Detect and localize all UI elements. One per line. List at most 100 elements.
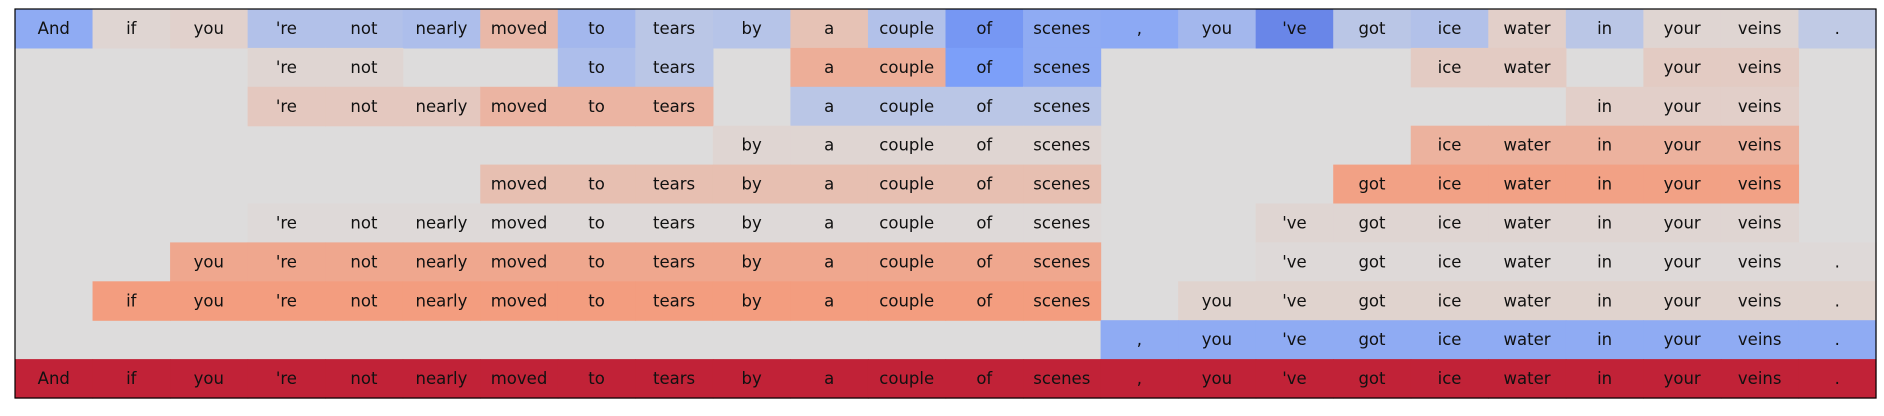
- heatmap-cell-r7-c5: [402, 281, 481, 321]
- token-label-r9-c9: by: [742, 369, 762, 388]
- token-label-r9-c4: not: [350, 369, 378, 388]
- token-label-r4-c18: ice: [1438, 175, 1462, 194]
- token-label-r6-c16: 've: [1282, 252, 1306, 271]
- heatmap-cell-r8-c21: [1643, 320, 1722, 360]
- heatmap-cell-r9-c2: [170, 359, 249, 399]
- heatmap-cell-r1-c3: [247, 47, 326, 88]
- token-label-r5-c9: by: [742, 213, 762, 232]
- token-label-r3-c20: in: [1597, 136, 1612, 155]
- heatmap-cell-r0-c17: [1333, 9, 1412, 49]
- heatmap-cell-r9-c9: [712, 359, 792, 399]
- heatmap-cell-r7-c19: [1488, 281, 1567, 321]
- heatmap-cell-r2-c4: [325, 86, 404, 127]
- heatmap-cell-r7-c16: [1255, 281, 1334, 321]
- token-label-r7-c12: of: [976, 291, 993, 310]
- heatmap-cell-r8-c23: [1798, 320, 1877, 360]
- token-label-r9-c20: in: [1597, 369, 1612, 388]
- token-label-r9-c10: a: [824, 369, 834, 388]
- heatmap-cell-r7-c3: [247, 281, 326, 321]
- heatmap-cell-r5-c3: [247, 203, 326, 243]
- heatmap-cell-r0-c6: [480, 9, 559, 49]
- token-label-r3-c19: water: [1504, 136, 1551, 155]
- heatmap-cell-r6-c3: [247, 242, 326, 282]
- heatmap-cell-r7-c22: [1720, 281, 1800, 321]
- heatmap-cell-r2-c22: [1720, 86, 1800, 127]
- heatmap-cell-r7-c8: [635, 281, 714, 321]
- token-label-r0-c8: tears: [653, 19, 695, 38]
- token-label-r1-c18: ice: [1438, 58, 1462, 77]
- heatmap-cell-r2-c7: [557, 86, 636, 127]
- token-label-r9-c11: couple: [879, 369, 934, 388]
- token-label-r2-c20: in: [1597, 97, 1612, 116]
- token-label-r8-c15: you: [1202, 330, 1232, 349]
- heatmap-cell-r0-c9: [712, 9, 792, 49]
- token-label-r0-c6: moved: [491, 19, 548, 38]
- heatmap-cell-r7-c18: [1410, 281, 1489, 321]
- heatmap-cell-r6-c11: [867, 242, 947, 282]
- heatmap-cell-r9-c3: [247, 359, 326, 399]
- heatmap-cell-r2-c11: [867, 86, 947, 127]
- heatmap-cell-r4-c22: [1720, 164, 1800, 205]
- heatmap-cell-r0-c4: [325, 9, 404, 49]
- heatmap-cell-r5-c18: [1410, 203, 1489, 243]
- heatmap-cell-r7-c4: [325, 281, 404, 321]
- token-label-r9-c18: ice: [1438, 369, 1462, 388]
- heatmap-cell-r9-c1: [92, 359, 171, 399]
- token-label-r8-c17: got: [1358, 330, 1386, 349]
- token-label-r8-c20: in: [1597, 330, 1612, 349]
- token-label-r5-c17: got: [1358, 213, 1386, 232]
- heatmap-cell-r0-c20: [1565, 9, 1644, 49]
- heatmap-cell-r6-c18: [1410, 242, 1489, 282]
- heatmap-cell-r5-c6: [480, 203, 559, 243]
- heatmap-cell-r6-c19: [1488, 242, 1567, 282]
- heatmap-cell-r8-c15: [1178, 320, 1257, 360]
- token-label-r7-c9: by: [742, 291, 762, 310]
- heatmap-cell-r8-c19: [1488, 320, 1567, 360]
- heatmap-cell-r2-c8: [635, 86, 714, 127]
- token-label-r0-c5: nearly: [416, 19, 468, 38]
- token-label-r3-c21: your: [1664, 136, 1701, 155]
- heatmap-cell-r9-c19: [1488, 359, 1567, 399]
- heatmap-cell-r9-c7: [557, 359, 636, 399]
- heatmap-cell-r6-c2: [170, 242, 249, 282]
- heatmap-cell-r7-c10: [790, 281, 869, 321]
- heatmap-cell-r7-c1: [92, 281, 171, 321]
- token-label-r3-c10: a: [824, 136, 834, 155]
- token-label-r6-c23: .: [1835, 252, 1840, 271]
- heatmap-cell-r7-c21: [1643, 281, 1722, 321]
- token-label-r2-c22: veins: [1738, 97, 1782, 116]
- token-label-r7-c1: if: [126, 291, 138, 310]
- heatmap-cell-r4-c19: [1488, 164, 1567, 205]
- heatmap-cell-r0-c22: [1720, 9, 1800, 49]
- token-label-r4-c13: scenes: [1033, 175, 1090, 194]
- heatmap-cell-r5-c12: [945, 203, 1024, 243]
- heatmap-cell-r3-c10: [790, 125, 869, 166]
- heatmap-cell-r8-c17: [1333, 320, 1412, 360]
- heatmap-cell-r5-c17: [1333, 203, 1412, 243]
- heatmap-cell-r0-c3: [247, 9, 326, 49]
- token-label-r1-c3: 're: [276, 58, 297, 77]
- heatmap-cell-r3-c22: [1720, 125, 1800, 166]
- heatmap-cell-r1-c18: [1410, 47, 1489, 88]
- token-label-r0-c11: couple: [879, 19, 934, 38]
- token-label-r3-c13: scenes: [1033, 136, 1090, 155]
- heatmap-cell-r9-c18: [1410, 359, 1489, 399]
- heatmap-cell-r1-c8: [635, 47, 714, 88]
- token-label-r7-c8: tears: [653, 291, 695, 310]
- token-label-r7-c7: to: [588, 291, 605, 310]
- heatmap-cell-r7-c13: [1023, 281, 1102, 321]
- heatmap-cell-r3-c20: [1565, 125, 1644, 166]
- heatmap-cell-r7-c11: [867, 281, 947, 321]
- token-label-r2-c21: your: [1664, 97, 1701, 116]
- token-label-r7-c17: got: [1358, 291, 1386, 310]
- token-label-r0-c1: if: [126, 19, 138, 38]
- heatmap-cell-r1-c21: [1643, 47, 1722, 88]
- heatmap-cell-r5-c21: [1643, 203, 1722, 243]
- token-label-r0-c2: you: [194, 19, 224, 38]
- token-label-r6-c13: scenes: [1033, 252, 1090, 271]
- heatmap-cell-r0-c21: [1643, 9, 1722, 49]
- token-label-r4-c20: in: [1597, 175, 1612, 194]
- token-label-r2-c8: tears: [653, 97, 695, 116]
- token-label-r4-c9: by: [742, 175, 762, 194]
